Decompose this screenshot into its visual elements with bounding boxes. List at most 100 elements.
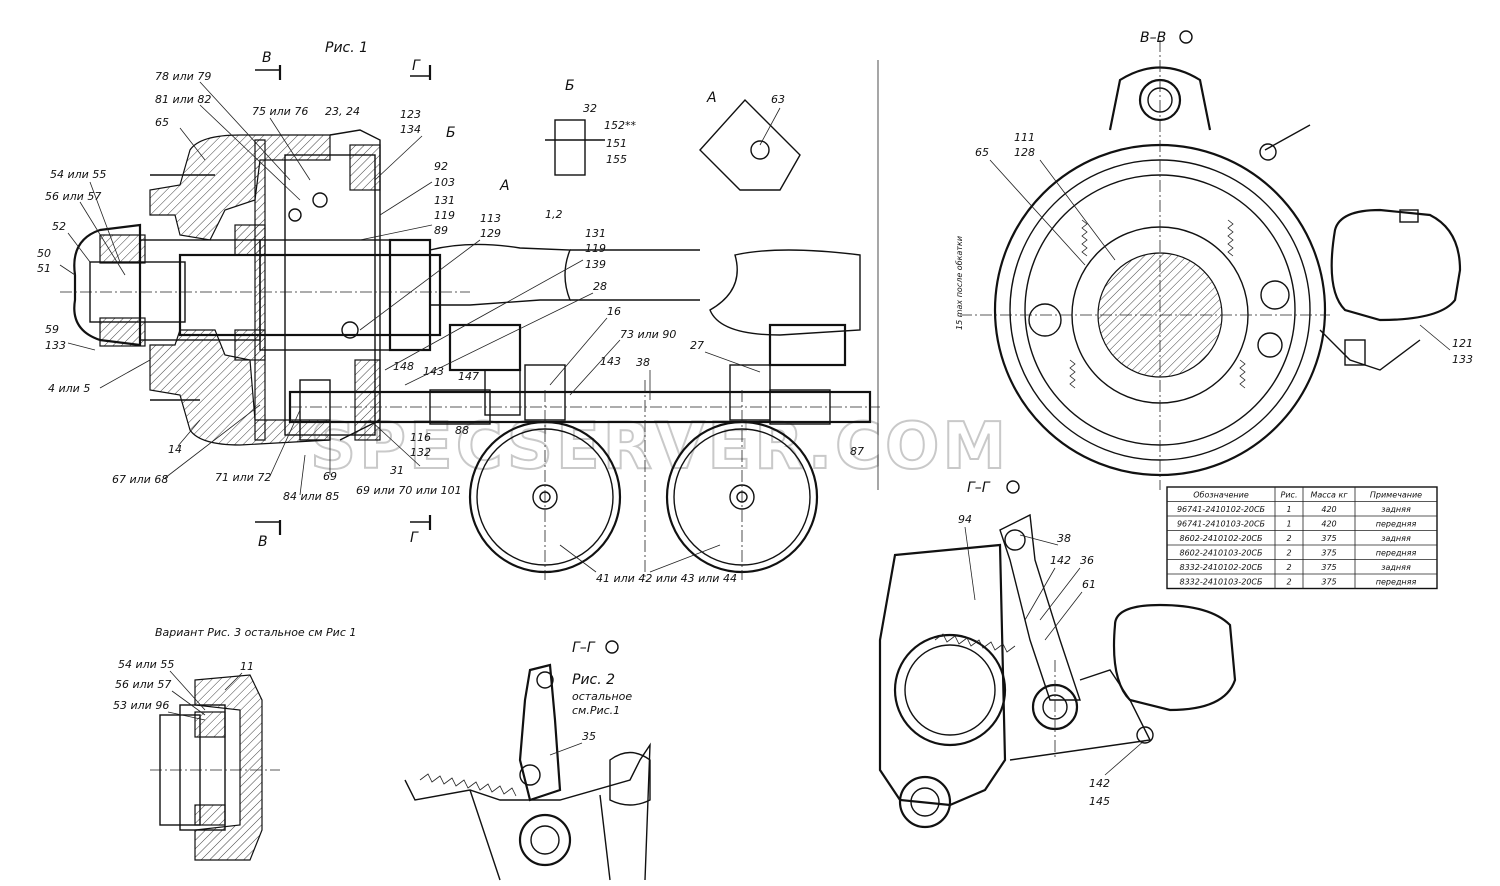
table-cell: 2 [1286, 563, 1291, 572]
label: 128 [1014, 146, 1035, 159]
label: 73 или 90 [620, 328, 676, 341]
label: 155 [606, 153, 627, 166]
table-cell: задняя [1381, 505, 1411, 514]
label: 51 [37, 262, 51, 275]
section-gg-labels: Г–Г 94 38 142 36 61 142 145 [958, 480, 1146, 808]
label: 71 или 72 [215, 471, 271, 484]
table-header-cell: Рис. [1281, 491, 1298, 500]
table-cell: передняя [1376, 578, 1417, 587]
table-frame [1166, 486, 1438, 590]
section-vv [960, 40, 1462, 490]
table-cell: 375 [1321, 549, 1336, 558]
table-cell: задняя [1381, 563, 1411, 572]
label: 63 [771, 93, 785, 106]
label: 88 [455, 424, 469, 437]
label: 41 или 42 или 43 или 44 [596, 572, 737, 585]
label: 143 [423, 365, 444, 378]
label: 111 [1014, 131, 1035, 144]
label: 84 или 85 [283, 490, 339, 503]
label: 75 или 76 [252, 105, 308, 118]
table-cell: 375 [1321, 534, 1336, 543]
label: 65 [155, 116, 169, 129]
section-vv-labels: В–В 65 111 128 121 133 15 max после обка… [955, 30, 1473, 366]
label: 113 [480, 212, 501, 225]
label: 139 [585, 258, 606, 271]
table-cell: 375 [1321, 563, 1336, 572]
label: 54 или 55 [118, 658, 174, 671]
table-cell: задняя [1381, 534, 1411, 543]
fig2-title: Рис. 2 [572, 672, 615, 688]
table-cell: передняя [1376, 549, 1417, 558]
label: 14 [168, 443, 182, 456]
label: 81 или 82 [155, 93, 211, 106]
fig1-title: Рис. 1 [325, 40, 368, 56]
label: 92 [434, 160, 448, 173]
table-header-cell: Обозначение [1193, 491, 1249, 500]
label: 142 [1050, 554, 1071, 567]
label: 133 [1452, 353, 1473, 366]
label: 132 [410, 446, 431, 459]
label: 61 [1082, 578, 1096, 591]
label: 38 [1057, 532, 1071, 545]
table-cell: 8332-2410102-20СБ [1179, 563, 1263, 572]
table-cell: 2 [1286, 549, 1291, 558]
label: 121 [1452, 337, 1473, 350]
label: 69 [323, 470, 337, 483]
label: 147 [458, 370, 479, 383]
section-gg-title: Г–Г [967, 480, 991, 496]
label: 69 или 70 или 101 [356, 484, 462, 497]
table-cell: 1 [1286, 520, 1291, 529]
fig2-note-1: остальное [572, 690, 632, 703]
table-cell: 96741-2410102-20СБ [1177, 505, 1266, 514]
view-a-detail-title: А [706, 90, 717, 106]
label: 11 [240, 660, 254, 673]
table-cell: 420 [1321, 520, 1336, 529]
label: 35 [582, 730, 596, 743]
cut-g-bottom: Г [410, 530, 419, 546]
table-cell: 1 [1286, 505, 1291, 514]
section-vv-title: В–В [1140, 30, 1166, 46]
label: 4 или 5 [48, 382, 90, 395]
label: 94 [958, 513, 972, 526]
table-header-cell: Масса кг [1310, 491, 1348, 500]
label: 23, 24 [325, 105, 360, 118]
table-cell: 420 [1321, 505, 1336, 514]
variant-title: Вариант Рис. 3 остальное см Рис 1 [155, 626, 356, 639]
label: 50 [37, 247, 51, 260]
label: 16 [607, 305, 621, 318]
table-cell: 8332-2410103-20СБ [1179, 578, 1263, 587]
fig1-labels: Рис. 1 В В Г Г Б А А Б 78 или 79 81 или … [37, 40, 864, 585]
label: 143 [600, 355, 621, 368]
label: 116 [410, 431, 431, 444]
label: 151 [606, 137, 627, 150]
label: 78 или 79 [155, 70, 211, 83]
label: 56 или 57 [115, 678, 171, 691]
fig1-hub-assembly [60, 60, 880, 580]
spec-table: Обозначение Рис. Масса кг Примечание 96741-2… [1166, 486, 1438, 590]
label: 36 [1080, 554, 1094, 567]
label: 52 [52, 220, 66, 233]
fig3-labels: Вариант Рис. 3 остальное см Рис 1 54 или… [113, 626, 356, 721]
label: 123 [400, 108, 421, 121]
label: 119 [434, 209, 455, 222]
fig2-note-2: см.Рис.1 [572, 704, 620, 717]
label: 133 [45, 339, 66, 352]
label: 67 или 68 [112, 473, 168, 486]
table-cell: 96741-2410103-20СБ [1177, 520, 1266, 529]
label: 65 [975, 146, 989, 159]
label: 145 [1089, 795, 1110, 808]
label: 148 [393, 360, 414, 373]
table-header-cell: Примечание [1370, 491, 1422, 500]
table-cell: 2 [1286, 534, 1291, 543]
label: 28 [593, 280, 607, 293]
label: 1,2 [545, 208, 563, 221]
view-a-arrow: А [499, 178, 510, 194]
table-cell: передняя [1376, 520, 1417, 529]
fig3-variant [150, 674, 280, 861]
dimension-note: 15 max после обкатки [955, 236, 964, 330]
label: 89 [434, 224, 448, 237]
label: 59 [45, 323, 59, 336]
table-cell: 8602-2410103-20СБ [1179, 549, 1263, 558]
label: 134 [400, 123, 421, 136]
